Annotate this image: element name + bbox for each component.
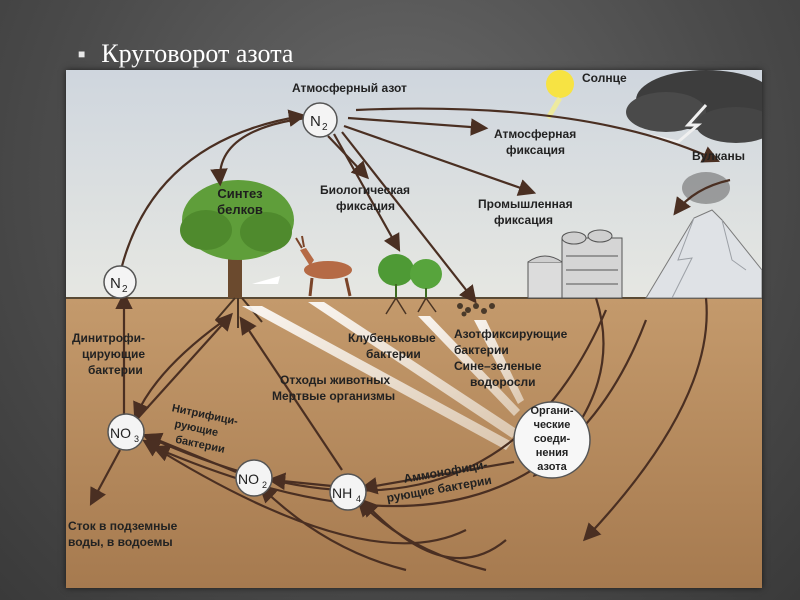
label-protein-synthesis: Синтез белков: [217, 186, 263, 217]
svg-text:азота: азота: [537, 461, 567, 473]
svg-text:ческие: ческие: [534, 419, 571, 431]
no3-node: NO 3: [108, 414, 144, 450]
bullet-icon: ■: [78, 47, 85, 62]
svg-text:Атмосферная: Атмосферная: [494, 127, 576, 141]
svg-text:N: N: [110, 275, 121, 292]
n2-left-node: N 2: [104, 266, 136, 298]
svg-text:Биологическая: Биологическая: [320, 183, 410, 197]
svg-text:3: 3: [134, 434, 139, 444]
svg-text:NO: NO: [238, 471, 259, 487]
svg-text:нения: нения: [536, 447, 569, 459]
svg-text:бактерии: бактерии: [88, 363, 143, 377]
svg-text:2: 2: [322, 122, 328, 133]
svg-text:Сток в подземные: Сток в подземные: [68, 519, 178, 533]
svg-text:фиксация: фиксация: [336, 199, 395, 213]
svg-text:NO: NO: [110, 425, 131, 441]
svg-text:бактерии: бактерии: [454, 343, 509, 357]
svg-text:N: N: [310, 113, 321, 130]
svg-text:белков: белков: [217, 202, 263, 217]
n2-top-node: N 2: [303, 103, 337, 137]
label-volcanoes: Вулканы: [692, 149, 745, 163]
svg-text:4: 4: [356, 494, 361, 504]
svg-text:фиксация: фиксация: [494, 213, 553, 227]
svg-text:Органи-: Органи-: [530, 405, 573, 417]
nh4-node: NH 4: [330, 474, 366, 510]
slide-title: ■ Круговорот азота: [78, 36, 293, 72]
svg-text:воды, в водоемы: воды, в водоемы: [68, 535, 173, 549]
organic-compounds-node: Органи- ческие соеди- нения азота: [514, 402, 590, 478]
nitrogen-cycle-diagram: N 2 N 2 NO 3 NO 2 NH 4 Органи- ческие со…: [66, 70, 762, 588]
svg-text:цирующие: цирующие: [82, 347, 145, 361]
no2-node: NO 2: [236, 460, 272, 496]
svg-text:Мертвые организмы: Мертвые организмы: [272, 389, 395, 403]
svg-text:Синтез: Синтез: [217, 186, 263, 201]
svg-text:Промышленная: Промышленная: [478, 197, 573, 211]
svg-text:Сине–зеленые: Сине–зеленые: [454, 359, 542, 373]
svg-text:NH: NH: [332, 485, 352, 501]
svg-text:Динитрофи-: Динитрофи-: [72, 331, 145, 345]
svg-text:2: 2: [122, 284, 128, 295]
svg-text:2: 2: [262, 480, 267, 490]
svg-text:соеди-: соеди-: [534, 433, 571, 445]
svg-text:водоросли: водоросли: [470, 375, 536, 389]
svg-text:бактерии: бактерии: [366, 347, 421, 361]
slide-title-text: Круговорот азота: [101, 39, 293, 69]
svg-text:фиксация: фиксация: [506, 143, 565, 157]
svg-text:Отходы животных: Отходы животных: [280, 373, 390, 387]
svg-text:Азотфиксирующие: Азотфиксирующие: [454, 327, 568, 341]
label-sun: Солнце: [582, 71, 627, 85]
svg-text:Клубеньковые: Клубеньковые: [348, 331, 436, 345]
label-atmospheric-nitrogen: Атмосферный азот: [292, 81, 407, 95]
